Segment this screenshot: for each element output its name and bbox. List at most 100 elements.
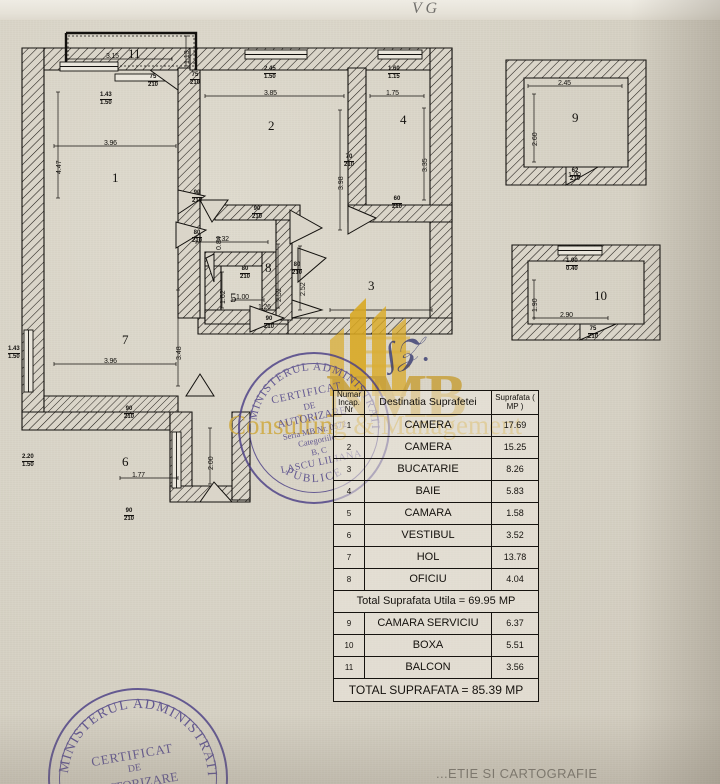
row-name: CAMERA: [364, 435, 492, 459]
dim-3-width: 1.26: [258, 304, 271, 311]
opening-bottom: 210: [392, 203, 403, 210]
opening-62-210: 62 210: [570, 168, 581, 182]
opening-90-210-d: 90 210: [124, 406, 135, 420]
opening-top: 90: [124, 508, 135, 516]
table-row: 6 VESTIBUL 3.52: [333, 523, 539, 547]
room-label-6: 6: [122, 454, 129, 469]
room-label-8: 8: [265, 260, 272, 275]
dim-11-width: 3.15: [106, 53, 119, 60]
grand-total-label: TOTAL SUPRAFATA = 85.39 MP: [333, 677, 539, 702]
opening-100-040: 1.00 0.40: [566, 258, 578, 272]
handwritten-signature: ∫𝒵.: [383, 331, 432, 374]
opening-top: 80: [240, 266, 251, 274]
opening-top: 90: [192, 190, 203, 198]
opening-80-210-a: 80 210: [192, 230, 203, 244]
room-label-1: 1: [112, 170, 119, 185]
dim-10-width: 2.90: [560, 312, 573, 319]
row-name: CAMARA: [364, 501, 492, 525]
opening-bottom: 1.15: [388, 73, 400, 80]
header-number: Numar Incap. Nr: [333, 390, 365, 415]
table-row: 11 BALCON 3.56: [333, 655, 539, 679]
table-grandtotal-row: TOTAL SUPRAFATA = 85.39 MP: [333, 677, 539, 702]
subtotal-label: Total Suprafata Utila = 69.95 MP: [333, 589, 539, 613]
room-label-10: 10: [594, 288, 607, 303]
opening-top: 90: [264, 316, 275, 324]
opening-top: 90: [124, 406, 135, 414]
room-label-2: 2: [268, 118, 275, 133]
opening-top: 75: [148, 74, 159, 82]
dim-9-width: 2.45: [558, 80, 571, 87]
row-name: BOXA: [364, 633, 492, 657]
row-number: 1: [333, 413, 365, 437]
opening-bottom: 1.50: [22, 461, 34, 468]
table-header: Numar Incap. Nr Destinatia Suprafetei Su…: [333, 390, 539, 415]
opening-top: 80: [292, 262, 303, 270]
opening-160-115: 1.60 1.15: [388, 66, 400, 80]
row-name: VESTIBUL: [364, 523, 492, 547]
row-number: 3: [333, 457, 365, 481]
dim-3-height: 2.52: [276, 288, 283, 302]
dim-4-height: 3.35: [422, 158, 429, 172]
room-label-4: 4: [400, 112, 407, 127]
opening-bottom: 210: [252, 213, 263, 220]
row-value: 1.58: [491, 501, 539, 525]
dim-9-height: 2.60: [532, 132, 539, 146]
opening-top: 75: [588, 326, 599, 334]
opening-top: 70: [344, 154, 355, 162]
row-name: HOL: [364, 545, 492, 569]
row-value: 5.51: [491, 633, 539, 657]
row-number: 11: [333, 655, 365, 679]
area-schedule-table: Numar Incap. Nr Destinatia Suprafetei Su…: [333, 390, 539, 702]
opening-90-210-c: 90 210: [264, 316, 275, 330]
row-value: 4.04: [491, 567, 539, 591]
row-name: BAIE: [364, 479, 492, 503]
room-label-5: 5: [230, 290, 237, 305]
scan-shadow-right: [630, 0, 720, 784]
opening-bottom: 210: [264, 323, 275, 330]
row-value: 5.83: [491, 479, 539, 503]
opening-bottom: 210: [124, 413, 135, 420]
dim-7-height: 3.48: [176, 346, 183, 360]
room-label-9: 9: [572, 110, 579, 125]
dim-misc-084: 0.84: [216, 236, 223, 250]
opening-75-210-b: 75 210: [588, 326, 599, 340]
table-subtotal-row: Total Suprafata Utila = 69.95 MP: [333, 589, 539, 613]
opening-top: 1.60: [388, 66, 400, 74]
dim-5-height: 1.62: [220, 290, 227, 304]
opening-bottom: 1.50: [264, 73, 276, 80]
table-row: 3 BUCATARIE 8.26: [333, 457, 539, 481]
row-number: 2: [333, 435, 365, 459]
dim-1-width: 3.96: [104, 140, 117, 147]
header-name: Destinatia Suprafetei: [364, 390, 492, 415]
opening-bottom: 210: [570, 175, 581, 182]
dim-4-width: 1.75: [386, 90, 399, 97]
opening-bottom: 0.40: [566, 265, 578, 272]
opening-bottom: 210: [190, 79, 201, 86]
row-name: BALCON: [364, 655, 492, 679]
table-row: 10 BOXA 5.51: [333, 633, 539, 657]
dim-6-width: 1.77: [132, 472, 145, 479]
opening-143-150: 1.43 1.50: [100, 92, 112, 106]
dim-7-width: 3.96: [104, 358, 117, 365]
table-row: 7 HOL 13.78: [333, 545, 539, 569]
row-number: 6: [333, 523, 365, 547]
opening-70-210: 70 210: [344, 154, 355, 168]
row-number: 7: [333, 545, 365, 569]
row-number: 8: [333, 567, 365, 591]
row-value: 3.52: [491, 523, 539, 547]
dim-8-width: 2.32: [216, 236, 229, 243]
row-name: CAMARA SERVICIU: [364, 611, 492, 635]
opening-80-210-c: 80 210: [292, 262, 303, 276]
opening-75-210-c: 75 210: [190, 72, 201, 86]
opening-80-210-b: 80 210: [240, 266, 251, 280]
dim-2-width: 3.85: [264, 90, 277, 97]
table-row: 2 CAMERA 15.25: [333, 435, 539, 459]
table-row: 4 BAIE 5.83: [333, 479, 539, 503]
opening-245-150: 2.45 1.50: [264, 66, 276, 80]
stamp-arc-text: MINISTERUL ADMINISTRATIEI: [50, 690, 218, 778]
dim-misc-100: 1.00: [568, 172, 581, 179]
opening-bottom: 210: [124, 515, 135, 522]
header-value: Suprafata ( MP ): [491, 390, 539, 415]
table-row: 9 CAMARA SERVICIU 6.37: [333, 611, 539, 635]
row-name: CAMERA: [364, 413, 492, 437]
